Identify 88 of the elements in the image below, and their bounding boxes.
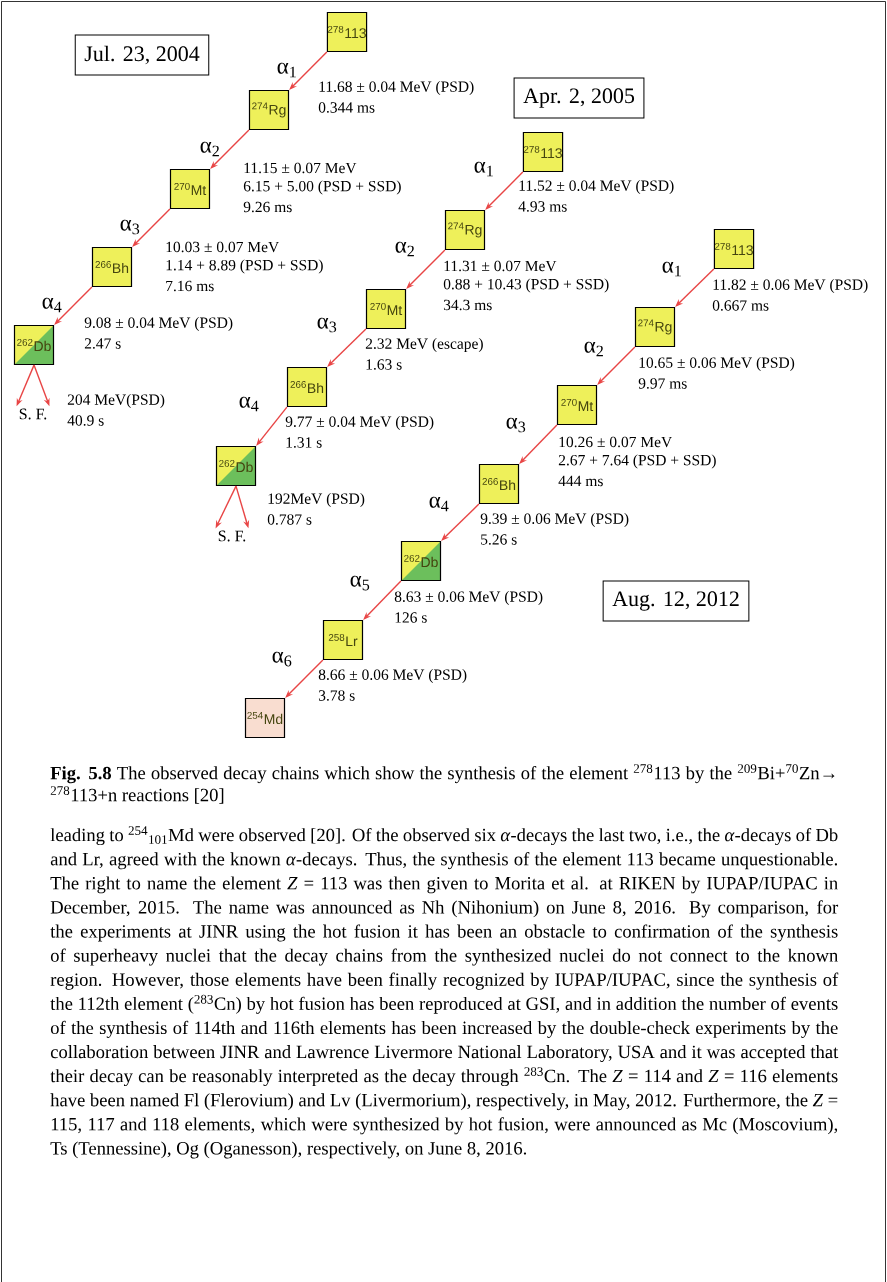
nuclide-box: $^{274}$Rg [634,306,676,348]
decay-data: 2.67 + 7.64 (PSD + SSD) [558,454,716,469]
edge-label: α$_{3}$ [317,317,337,333]
decay-data: 126 s [395,612,427,623]
decay-data: 8.63 ± 0.06 MeV (PSD) [394,591,543,606]
edge-label: α$_{3}$ [120,219,140,235]
decay-arrow [54,286,93,325]
decay-data: 10.03 ± 0.07 MeV [166,241,279,253]
fission-label: S. F. [218,530,246,542]
decay-data: 4.93 ms [518,201,567,212]
date-box: Apr. 2, 2005 [513,77,645,119]
nuclide-box: $^{266}$Bh [478,463,520,505]
edge-label: α$_{2}$ [395,241,414,257]
decay-arrow [363,580,402,620]
decay-arrow [406,249,446,289]
figure-caption: Fig. 5.8 The observed decay chains which show the synthesis of the element $^{278}$113 by the $^{209}$Bi+$^{70}$Zn→ $^{278}$113+n reactions [20] [50,764,835,804]
nuclide-box: $^{278}$113 [326,11,368,53]
edge-label: α$_{1}$ [662,261,681,277]
decay-data: 9.77 ± 0.04 MeV (PSD) [285,416,434,431]
decay-arrow [675,268,715,307]
date-box: Jul. 23, 2004 [74,34,210,76]
decay-arrow [441,503,480,541]
nuclide-box: $^{270}$Mt [556,384,598,426]
decay-data: 2.32 MeV (escape) [365,337,483,353]
decay-data: 11.82 ± 0.06 MeV (PSD) [713,278,868,294]
edge-label: α$_{5}$ [350,575,370,591]
nuclide-box: $^{270}$Mt [169,168,211,210]
decay-data: 0.88 + 10.43 (PSD + SSD) [443,278,609,293]
decay-arrow [285,659,324,698]
decay-arrow [327,328,367,367]
decay-data: 204 MeV(PSD) [67,394,165,409]
nuclide-box: $^{278}$113 [713,228,755,270]
decay-data: 0.667 ms [712,300,769,311]
body-paragraph: leading to $^{254}$$_{101}$Md were observed [20]. Of the observed six α-decays the last two, i.e., the α-decays of Db and Lr, agreed with the known α-decays. Thus, the synthesis of the element 113 became unquestionable. The right to name the element Z = 113 was then given to Morita et al. at RIKEN by IUPAP/IUPAC in December, 2015. The name was announced as Nh (Nihonium) on June 8, 2016. By comparison, for the experiments at JINR using the hot fusion it has been an obstacle to confirmation of the synthesis of superheavy nuclei that the decay chains from the synthesized nuclei do not connect to the known region. However, those elements have been finally recognized by IUPAP/IUPAC, since the synthesis of the 112th element ($^{283}$Cn) by hot fusion has been reproduced at GSI, and in addition the number of events of the synthesis of 114th and 116th elements has been increased by the double-check experiments by the collaboration between JINR and Lawrence Livermore National Laboratory, USA and it was accepted that their decay can be reasonably interpreted as the decay through $^{283}$Cn. The Z = 114 and Z = 116 elements have been named Fl (Flerovium) and Lv (Livermorium), respectively, in May, 2012. Furthermore, the Z = 115, 117 and 118 elements, which were synthesized by hot fusion, were announced as Mc (Moscovium), Ts (Tennessine), Og (Oganesson), respectively, on June 8, 2016. [50,826,839,1159]
decay-data: 11.68 ± 0.04 MeV (PSD) [319,80,474,95]
decay-arrow [485,171,524,210]
decay-data: 1.63 s [366,359,402,370]
nuclide-box: $^{266}$Bh [286,366,328,408]
decay-data: 10.65 ± 0.06 MeV (PSD) [639,356,795,372]
nuclide-box: $^{258}$Lr [322,619,364,661]
decay-arrow [210,129,250,169]
decay-data: 9.39 ± 0.06 MeV (PSD) [480,513,629,528]
decay-data: 1.14 + 8.89 (PSD + SSD) [166,259,323,274]
decay-data: 11.15 ± 0.07 MeV [244,162,357,174]
nuclide-box: $^{270}$Mt [365,288,407,330]
decay-arrow [132,208,171,247]
decay-data: 34.3 ms [443,299,492,311]
decay-data: 10.26 ± 0.07 MeV [559,436,672,448]
nuclide-box: $^{262}$Db [215,445,257,487]
edge-label: α$_{2}$ [584,341,603,357]
edge-label: α$_{2}$ [200,141,219,157]
nuclide-box: $^{262}$Db [400,540,442,582]
nuclide-box: $^{274}$Rg [444,209,486,251]
nuclide-box: $^{266}$Bh [91,246,133,288]
decay-arrow [597,346,636,385]
edge-label: α$_{1}$ [277,62,296,78]
decay-arrow [289,51,328,90]
date-box: Aug. 12, 2012 [602,580,750,622]
edge-label: α$_{3}$ [506,417,526,433]
decay-data: 9.97 ms [638,378,687,389]
edge-label: α$_{6}$ [272,651,292,667]
decay-data: 11.31 ± 0.07 MeV [444,260,557,272]
decay-data: 2.47 s [84,338,121,349]
decay-data: 192MeV (PSD) [268,493,365,508]
decay-data: 11.52 ± 0.04 MeV (PSD) [519,179,674,195]
edge-label: α$_{4}$ [42,297,62,313]
decay-data: 6.15 + 5.00 (PSD + SSD) [243,180,401,195]
decay-data: 0.344 ms [318,102,375,113]
decay-arrow [256,406,288,446]
edge-label: α$_{4}$ [239,396,259,412]
nuclide-box: $^{278}$113 [522,131,564,173]
decay-arrow [519,424,558,464]
decay-data: 7.16 ms [166,280,214,292]
edge-label: α$_{4}$ [429,496,449,512]
nuclide-box: $^{254}$Md [244,697,286,739]
nuclide-box: $^{274}$Rg [248,89,290,131]
decay-data: 444 ms [558,475,603,487]
decay-data: 40.9 s [67,415,104,426]
fission-label: S. F. [19,408,47,420]
decay-data: 9.26 ms [243,201,292,213]
decay-data: 0.787 s [267,514,312,525]
decay-data: 5.26 s [481,534,517,545]
nuclide-box: $^{262}$Db [13,324,55,366]
decay-data: 3.78 s [318,690,355,701]
decay-data: 1.31 s [286,437,322,448]
edge-label: α$_{1}$ [474,161,493,177]
decay-data: 9.08 ± 0.04 MeV (PSD) [84,316,233,332]
decay-data: 8.66 ± 0.06 MeV (PSD) [318,669,467,684]
